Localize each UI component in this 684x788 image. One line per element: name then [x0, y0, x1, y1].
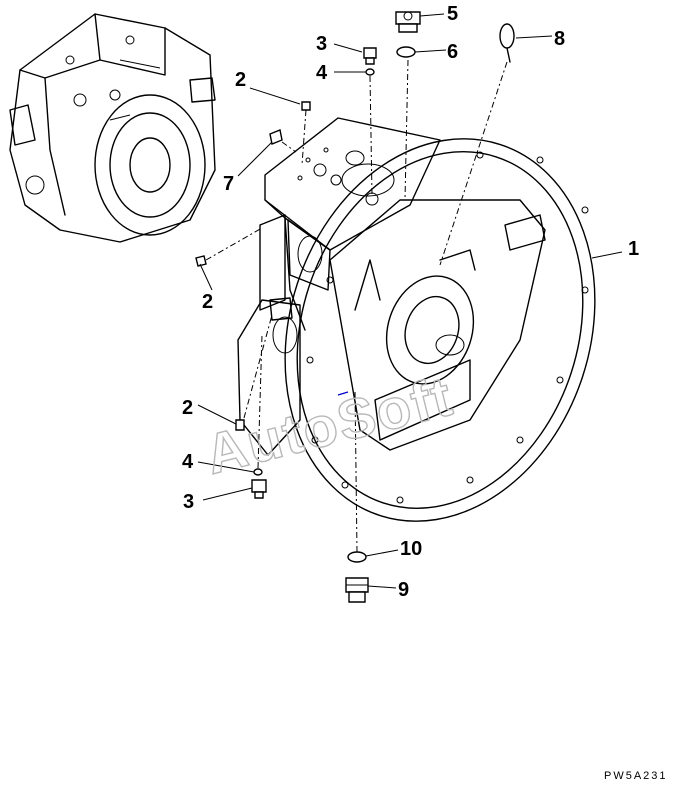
- installation-lines: [205, 59, 508, 553]
- callout-3-lower: 3: [183, 491, 194, 513]
- callout-9: 9: [398, 579, 409, 601]
- watermark: AutoSoft: [199, 364, 459, 486]
- part-o-ring-6: [396, 46, 416, 58]
- part-plug-2-left: [195, 255, 207, 267]
- callout-2-top: 2: [235, 69, 246, 91]
- callout-2-left: 2: [202, 291, 213, 313]
- callout-6: 6: [447, 41, 458, 63]
- leader-lines: [197, 13, 623, 589]
- pump-case: [237, 117, 596, 522]
- callout-1: 1: [628, 238, 639, 260]
- callout-10: 10: [400, 538, 422, 560]
- part-plug-3-top: [363, 47, 377, 65]
- part-plug-2-top: [301, 101, 311, 111]
- part-plug-9: [345, 577, 369, 603]
- part-o-ring-4-top: [365, 68, 375, 76]
- part-plug-3-lower: [251, 479, 267, 499]
- drawing-code: PW5A231: [604, 770, 668, 782]
- part-plug-7: [269, 129, 283, 145]
- callout-4-top: 4: [316, 62, 328, 84]
- part-o-ring-10: [347, 551, 367, 563]
- callout-7: 7: [223, 173, 234, 195]
- callout-labels: 1 2 2 2 3 3 4 4 5 6 7 8 9 10: [182, 3, 639, 601]
- marker-tick: [337, 391, 349, 396]
- callout-2-lower: 2: [182, 397, 193, 419]
- callout-8: 8: [554, 28, 565, 50]
- callout-4-lower: 4: [182, 451, 194, 473]
- part-plug-2-lower: [235, 419, 245, 431]
- part-plug-5: [395, 11, 421, 33]
- part-eyebolt-8: [499, 23, 515, 63]
- callout-5: 5: [447, 3, 458, 25]
- pump-assembly-inset: [9, 13, 216, 243]
- callout-3-top: 3: [316, 33, 327, 55]
